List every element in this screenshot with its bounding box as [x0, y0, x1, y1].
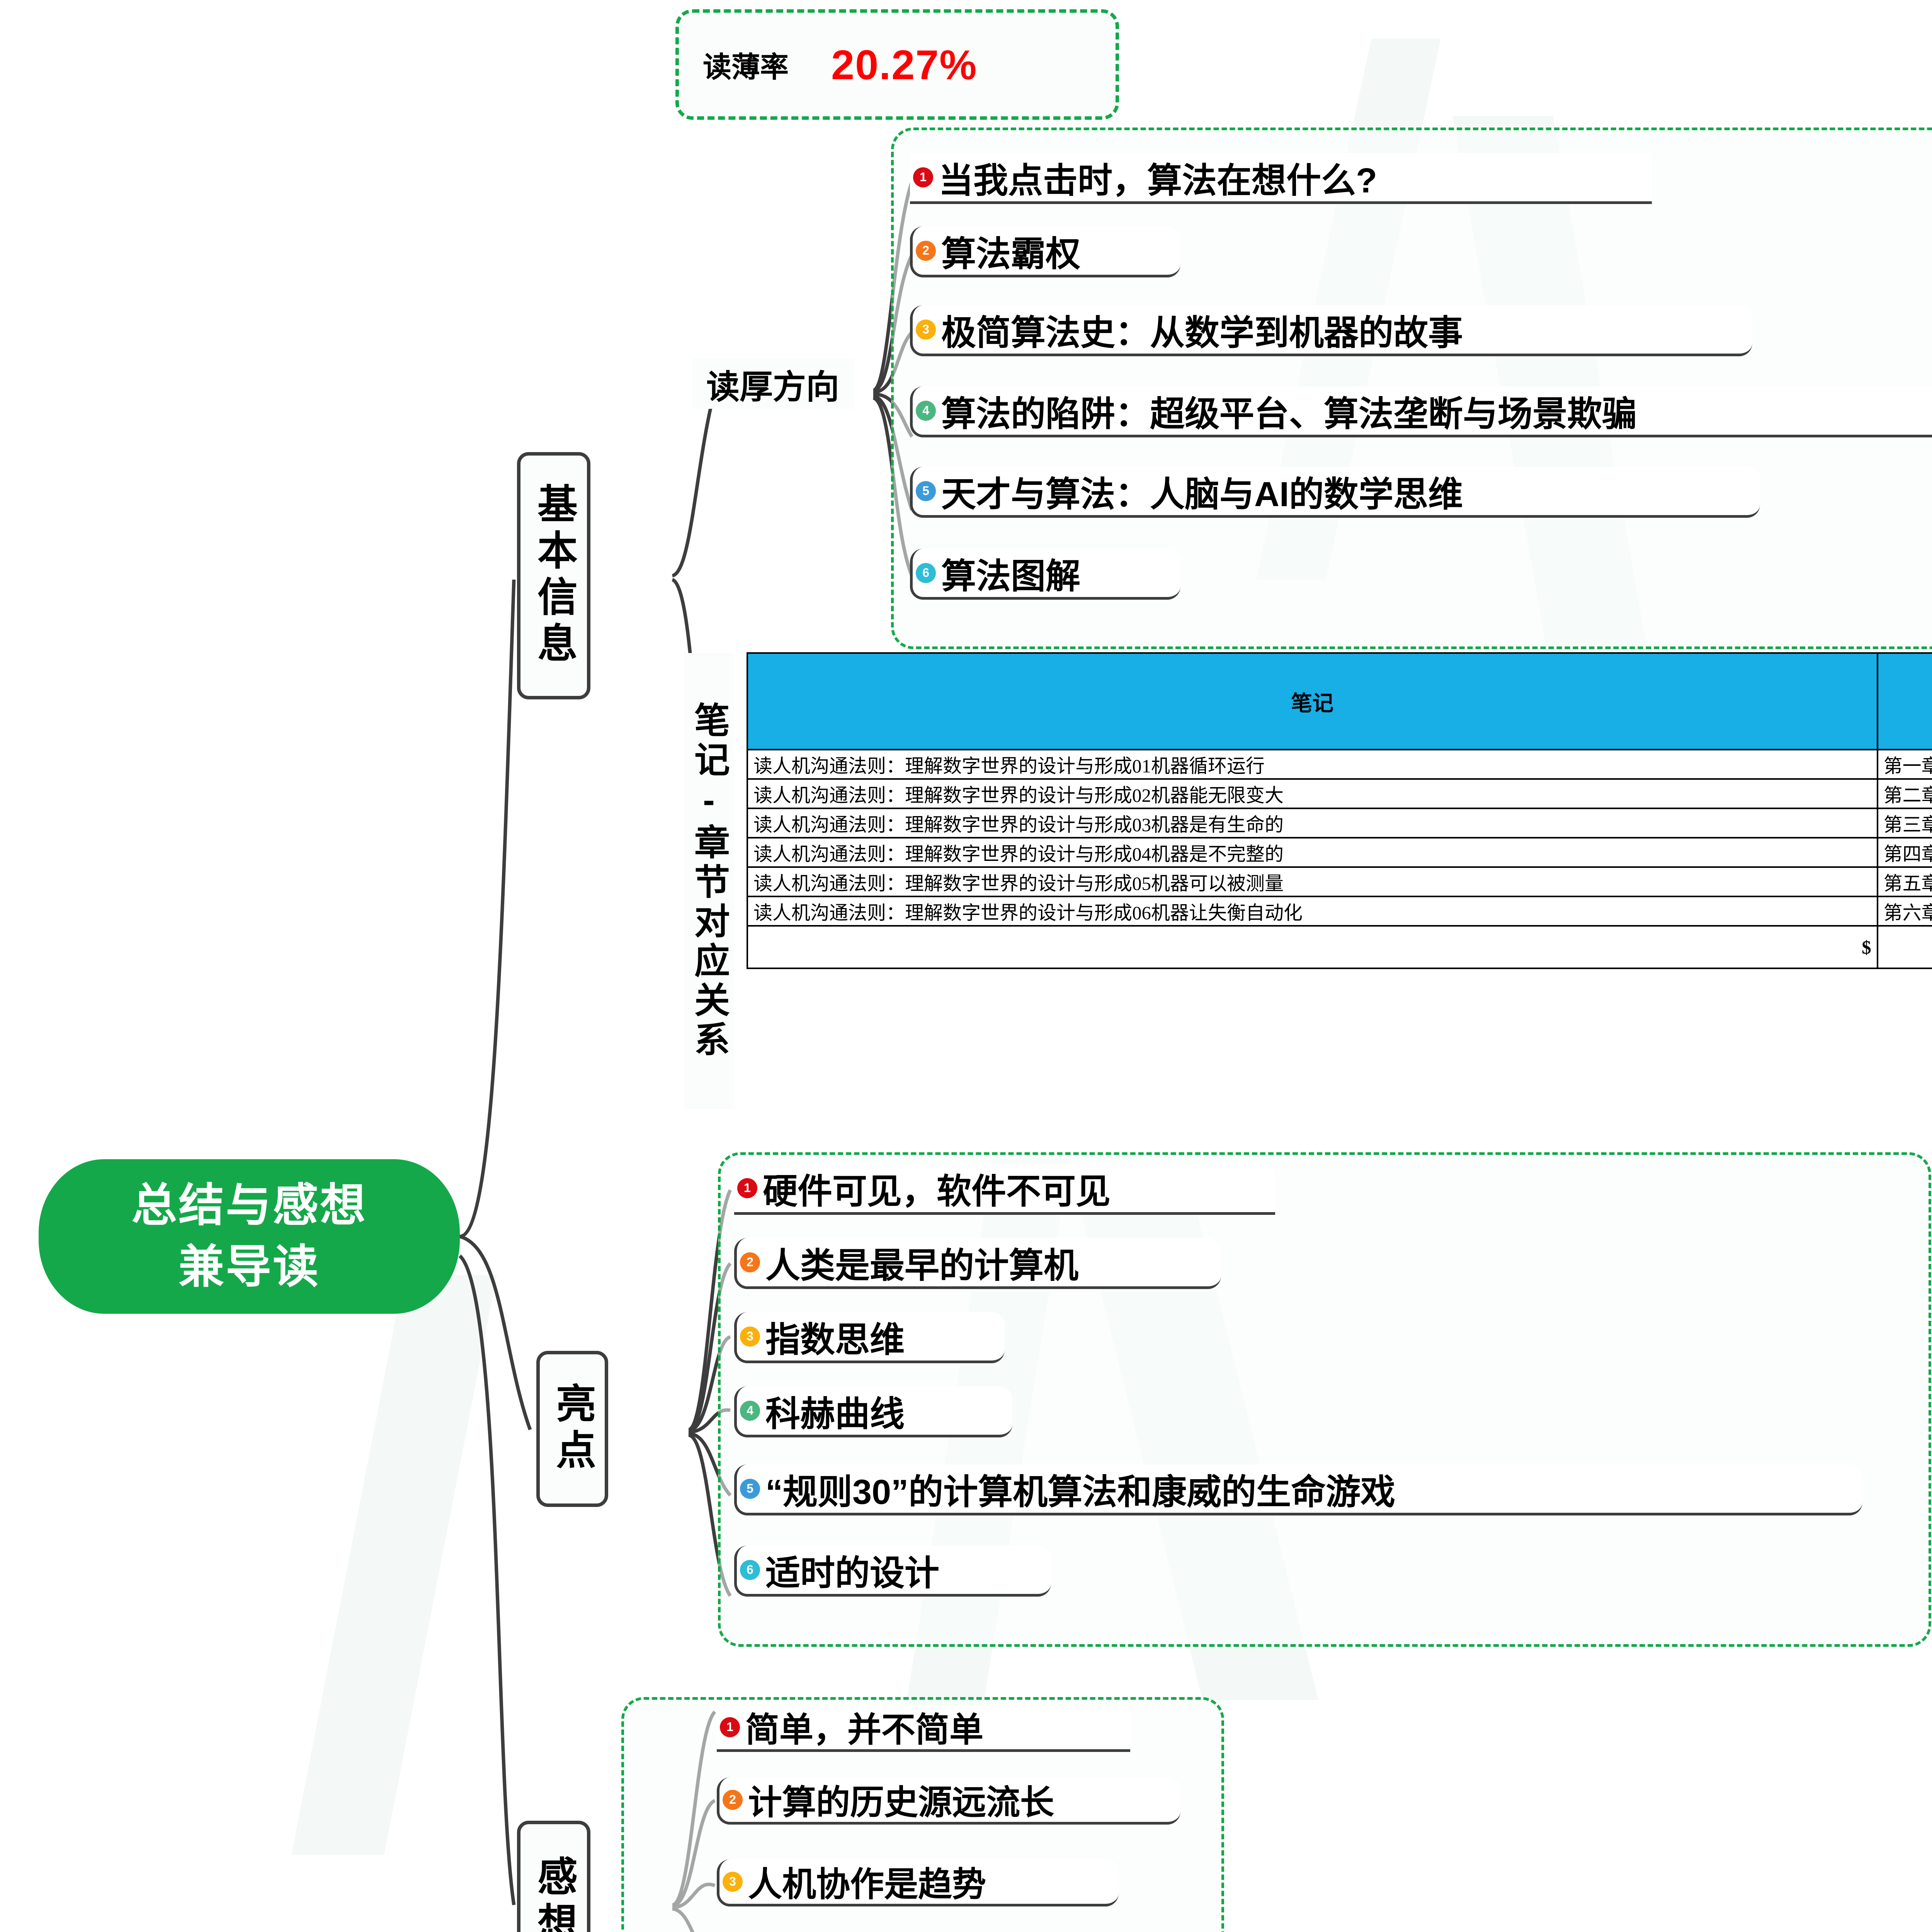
item-number-badge: 1	[720, 1717, 740, 1737]
highlight-item-text: 硬件可见，软件不可见	[763, 1172, 1111, 1211]
highlight-item[interactable]: 6 适时的设计	[734, 1546, 1051, 1597]
item-number-badge: 6	[916, 563, 936, 583]
cell-total-note-marker: $	[747, 925, 1878, 969]
cell-chapter: 第三章机器是有生命的	[1876, 808, 1932, 838]
note-chapter-table: 笔记 章节 字数 发布日期 2025年 读人机沟通法则：理解数字世界的设计与形成…	[747, 652, 1932, 969]
cell-note: 读人机沟通法则：理解数字世界的设计与形成04机器是不完整的	[747, 837, 1878, 868]
read-thin-rate-value: 20.27%	[831, 41, 978, 88]
cell-chapter: 第六章机器让失衡自动化	[1876, 896, 1932, 927]
thicken-item[interactable]: 4 算法的陷阱：超级平台、算法垄断与场景欺骗	[910, 386, 1932, 437]
item-number-badge: 3	[723, 1871, 743, 1892]
item-number-badge: 2	[740, 1252, 760, 1272]
item-number-badge: 1	[913, 167, 933, 187]
thicken-item-text: 极简算法史：从数学到机器的故事	[941, 313, 1463, 352]
highlight-item[interactable]: 3 指数思维	[734, 1312, 1005, 1363]
table-row[interactable]: 读人机沟通法则：理解数字世界的设计与形成06机器让失衡自动化 第六章机器让失衡自…	[747, 896, 1932, 927]
highlight-item-text: 适时的设计	[765, 1554, 939, 1593]
thicken-item[interactable]: 6 算法图解	[910, 549, 1180, 600]
table-row[interactable]: 读人机沟通法则：理解数字世界的设计与形成02机器能无限变大 第二章机器能无限变大…	[747, 778, 1932, 809]
thicken-direction-label[interactable]: 读厚方向	[692, 359, 854, 409]
thicken-direction-label-text: 读厚方向	[706, 368, 839, 406]
note-chapter-map-label-text: 笔记-章节对应关系	[689, 702, 729, 1060]
branch-label-basic-info[interactable]: 基本信息	[517, 452, 590, 699]
item-number-badge: 5	[740, 1478, 760, 1499]
item-number-badge: 2	[723, 1789, 743, 1810]
cell-note: 读人机沟通法则：理解数字世界的设计与形成02机器能无限变大	[747, 778, 1878, 809]
item-number-badge: 2	[916, 240, 936, 261]
highlight-item-text: 指数思维	[765, 1320, 905, 1359]
thought-item[interactable]: 3 人机协作是趋势	[717, 1859, 1119, 1906]
highlight-item-text: 科赫曲线	[765, 1395, 905, 1434]
branch-label-thoughts[interactable]: 感想	[517, 1821, 590, 1932]
cell-note: 读人机沟通法则：理解数字世界的设计与形成01机器循环运行	[747, 749, 1878, 780]
cell-total-label: 总计	[1876, 925, 1932, 969]
highlight-item[interactable]: 5 “规则30”的计算机算法和康威的生命游戏	[734, 1464, 1862, 1515]
table-row[interactable]: 读人机沟通法则：理解数字世界的设计与形成04机器是不完整的 第四章机器是不完整的…	[747, 837, 1932, 868]
item-number-badge: 1	[737, 1178, 757, 1198]
branch-label-highlights[interactable]: 亮点	[536, 1351, 608, 1507]
branch-label-basic-info-text: 基本信息	[531, 483, 576, 668]
watermark-shape	[291, 1275, 497, 1855]
cell-chapter: 第二章机器能无限变大	[1876, 778, 1932, 809]
thicken-item-text: 算法的陷阱：超级平台、算法垄断与场景欺骗	[941, 395, 1637, 434]
item-number-badge: 6	[740, 1560, 760, 1580]
thought-item-text: 简单，并不简单	[745, 1711, 984, 1749]
thicken-item-text: 算法霸权	[941, 235, 1080, 274]
thicken-item[interactable]: 2 算法霸权	[910, 226, 1180, 277]
note-chapter-map-label[interactable]: 笔记-章节对应关系	[684, 653, 734, 1109]
cell-note: 读人机沟通法则：理解数字世界的设计与形成05机器可以被测量	[747, 866, 1878, 897]
item-number-badge: 3	[740, 1326, 760, 1347]
cell-chapter: 第一章机器循环运行	[1876, 749, 1932, 780]
branch-label-thoughts-text: 感想	[531, 1855, 576, 1932]
highlight-item[interactable]: 4 科赫曲线	[734, 1386, 1012, 1437]
item-number-badge: 5	[916, 481, 936, 501]
cell-chapter: 第五章机器是不完整的	[1876, 866, 1932, 897]
highlight-item-text: “规则30”的计算机算法和康威的生命游戏	[765, 1473, 1396, 1512]
table-total-row: $ 总计 20882 $	[747, 925, 1932, 969]
root-node[interactable]: 总结与感想 兼导读	[39, 1159, 460, 1314]
thicken-item-text: 当我点击时，算法在想什么?	[939, 161, 1377, 200]
root-node-line1: 总结与感想	[131, 1180, 367, 1231]
thicken-item[interactable]: 3 极简算法史：从数学到机器的故事	[910, 305, 1752, 356]
thought-item-text: 计算的历史源远流长	[748, 1783, 1054, 1821]
table-row[interactable]: 读人机沟通法则：理解数字世界的设计与形成01机器循环运行 第一章机器循环运行 3…	[747, 749, 1932, 780]
highlight-item[interactable]: 1 硬件可见，软件不可见	[734, 1164, 1275, 1215]
note-chapter-table-wrap: 笔记 章节 字数 发布日期 2025年 读人机沟通法则：理解数字世界的设计与形成…	[747, 652, 1932, 969]
cell-note: 读人机沟通法则：理解数字世界的设计与形成03机器是有生命的	[747, 808, 1878, 838]
highlight-item-text: 人类是最早的计算机	[765, 1246, 1078, 1285]
column-header-chapter: 章节	[1876, 652, 1932, 750]
item-number-badge: 4	[916, 400, 936, 421]
item-number-badge: 4	[740, 1400, 760, 1421]
thicken-item[interactable]: 1 当我点击时，算法在想什么?	[910, 153, 1652, 204]
thicken-item-text: 算法图解	[941, 557, 1080, 596]
cell-note: 读人机沟通法则：理解数字世界的设计与形成06机器让失衡自动化	[747, 896, 1878, 927]
column-header-note: 笔记	[747, 652, 1878, 750]
table-header-row: 笔记 章节 字数 发布日期 2025年	[747, 652, 1932, 750]
root-node-line2: 兼导读	[178, 1242, 320, 1293]
thought-item-text: 人机协作是趋势	[748, 1865, 986, 1903]
thicken-item-text: 天才与算法：人脑与AI的数学思维	[941, 475, 1463, 514]
thicken-item[interactable]: 5 天才与算法：人脑与AI的数学思维	[910, 467, 1760, 518]
read-thin-rate-label: 读薄率	[703, 51, 789, 83]
item-number-badge: 3	[916, 319, 936, 340]
thought-item[interactable]: 2 计算的历史源远流长	[717, 1777, 1180, 1825]
read-thin-rate-panel: 读薄率 20.27%	[675, 9, 1119, 120]
table-row[interactable]: 读人机沟通法则：理解数字世界的设计与形成05机器可以被测量 第五章机器是不完整的…	[747, 866, 1932, 897]
thought-item[interactable]: 1 简单，并不简单	[717, 1705, 1130, 1752]
branch-label-highlights-text: 亮点	[549, 1383, 595, 1475]
cell-chapter: 第四章机器是不完整的	[1876, 837, 1932, 868]
highlight-item[interactable]: 2 人类是最早的计算机	[734, 1238, 1221, 1289]
table-row[interactable]: 读人机沟通法则：理解数字世界的设计与形成03机器是有生命的 第三章机器是有生命的…	[747, 808, 1932, 838]
